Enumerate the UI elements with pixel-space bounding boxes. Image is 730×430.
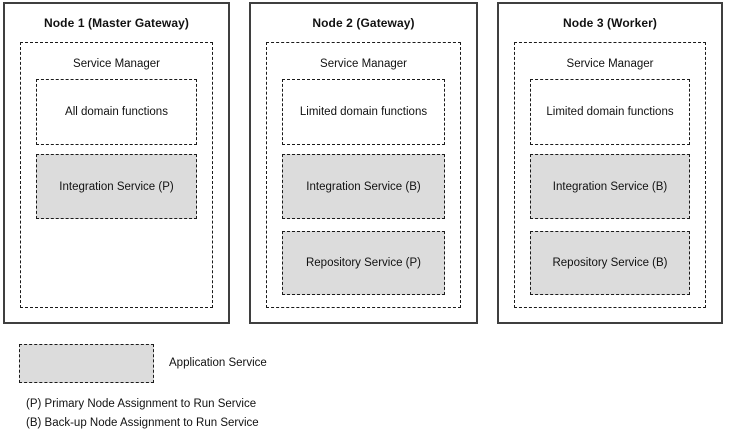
node-title: Node 2 (Gateway) xyxy=(312,16,415,30)
service-manager-box: Service Manager Limited domain functions… xyxy=(266,42,461,308)
repository-service-box: Repository Service (P) xyxy=(282,231,445,295)
domain-functions-box: Limited domain functions xyxy=(282,79,445,145)
node-box-gateway: Node 2 (Gateway) Service Manager Limited… xyxy=(249,2,478,324)
legend-note-backup: (B) Back-up Node Assignment to Run Servi… xyxy=(26,417,259,429)
node-box-master-gateway: Node 1 (Master Gateway) Service Manager … xyxy=(3,2,230,324)
integration-service-box: Integration Service (B) xyxy=(282,154,445,219)
node-box-worker: Node 3 (Worker) Service Manager Limited … xyxy=(497,2,723,324)
service-manager-label: Service Manager xyxy=(320,58,407,70)
repository-service-box: Repository Service (B) xyxy=(530,231,690,295)
integration-service-box: Integration Service (B) xyxy=(530,154,690,219)
service-manager-label: Service Manager xyxy=(73,58,160,70)
application-service-swatch xyxy=(19,344,154,383)
service-manager-box: Service Manager Limited domain functions… xyxy=(514,42,706,308)
node-title: Node 1 (Master Gateway) xyxy=(43,16,189,30)
node-title: Node 3 (Worker) xyxy=(563,16,657,30)
domain-functions-box: Limited domain functions xyxy=(530,79,690,145)
legend-note-primary: (P) Primary Node Assignment to Run Servi… xyxy=(26,398,257,410)
domain-functions-box: All domain functions xyxy=(36,79,197,145)
service-manager-label: Service Manager xyxy=(566,58,654,70)
service-manager-box: Service Manager All domain functions Int… xyxy=(20,42,213,308)
application-service-label: Application Service xyxy=(169,357,267,369)
integration-service-box: Integration Service (P) xyxy=(36,154,197,219)
